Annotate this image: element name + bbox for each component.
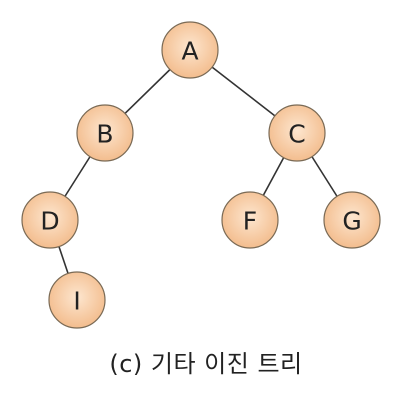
node-I: I	[48, 271, 106, 329]
node-circle	[268, 104, 326, 162]
node-G: G	[323, 191, 381, 249]
node-C: C	[268, 104, 326, 162]
node-label: F	[243, 207, 257, 236]
node-label: I	[73, 287, 80, 316]
node-label: A	[181, 37, 198, 66]
node-label: C	[288, 120, 305, 149]
node-circle	[21, 191, 79, 249]
node-label: B	[96, 120, 113, 149]
figure-caption: (c) 기타 이진 트리	[109, 350, 303, 378]
tree-edges	[49, 49, 353, 301]
node-circle	[161, 21, 219, 79]
node-circle	[48, 271, 106, 329]
node-circle	[221, 191, 279, 249]
node-D: D	[21, 191, 79, 249]
node-F: F	[221, 191, 279, 249]
node-A: A	[161, 21, 219, 79]
node-circle	[323, 191, 381, 249]
node-label: D	[40, 207, 59, 236]
node-circle	[76, 104, 134, 162]
tree-nodes: A B C D F G I	[21, 21, 381, 329]
node-label: G	[342, 207, 361, 236]
node-B: B	[76, 104, 134, 162]
